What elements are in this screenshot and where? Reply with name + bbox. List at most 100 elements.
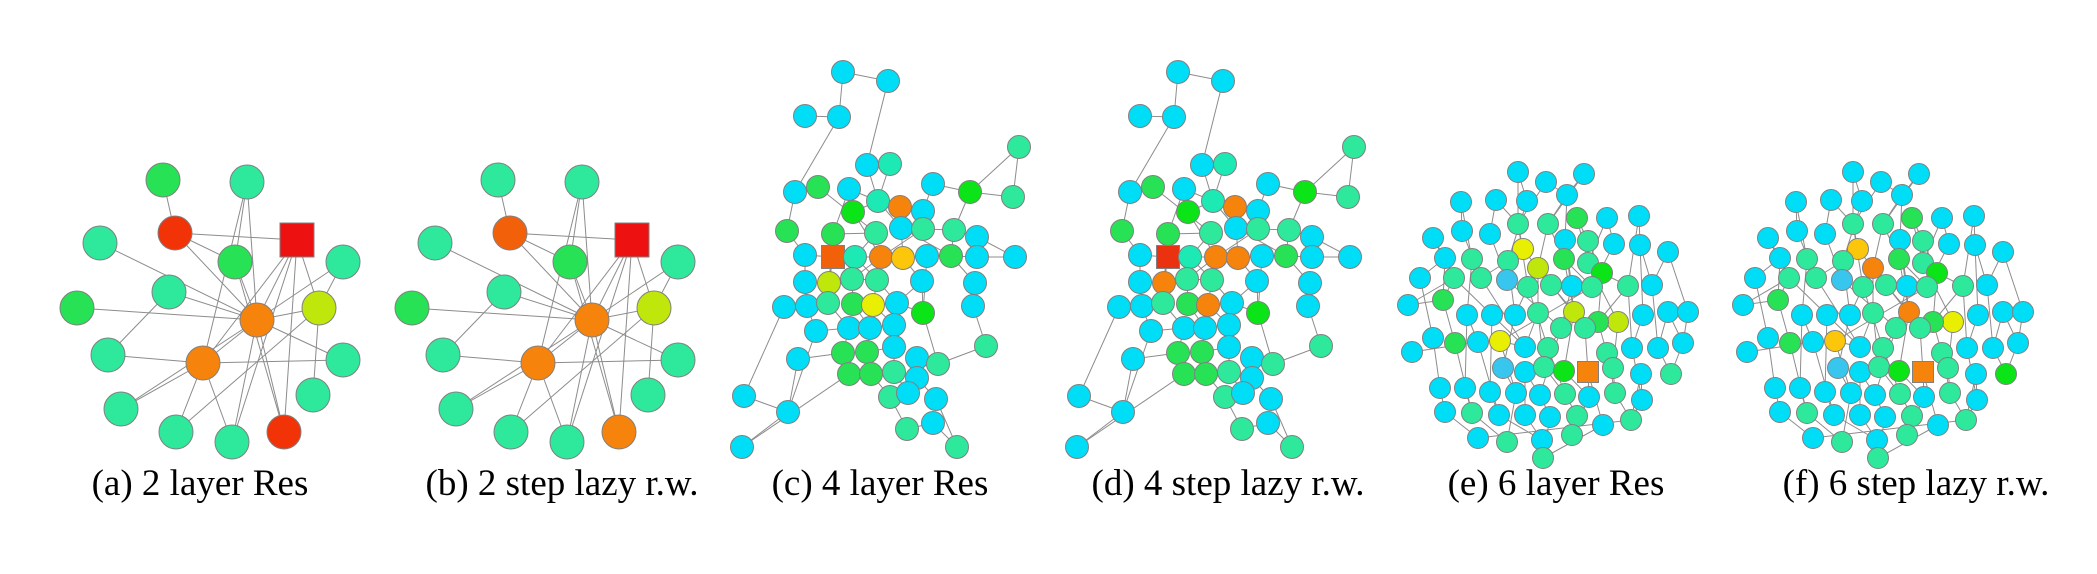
node-circle bbox=[1629, 234, 1651, 256]
edge bbox=[246, 181, 258, 321]
node-circle bbox=[1166, 341, 1190, 365]
node-circle bbox=[1976, 274, 1998, 296]
node-circle bbox=[1224, 216, 1248, 240]
edge bbox=[1480, 277, 1526, 348]
node-circle bbox=[1875, 274, 1897, 296]
node-circle bbox=[1190, 340, 1214, 364]
node-circle bbox=[865, 268, 889, 292]
node-circle bbox=[1516, 190, 1538, 212]
node-circle bbox=[1842, 161, 1864, 183]
node-circle bbox=[889, 216, 913, 240]
node-circle bbox=[1537, 213, 1559, 235]
node-circle bbox=[1479, 381, 1501, 403]
node-circle bbox=[1574, 317, 1596, 339]
node-circle bbox=[1596, 207, 1618, 229]
node-circle bbox=[1539, 406, 1561, 428]
node-circle bbox=[1955, 409, 1977, 431]
node-circle bbox=[1451, 220, 1473, 242]
node-circle bbox=[660, 244, 696, 280]
node-circle bbox=[1620, 409, 1642, 431]
node-circle bbox=[1172, 316, 1196, 340]
node-circle bbox=[1535, 171, 1557, 193]
node-circle bbox=[1514, 336, 1536, 358]
node-circle bbox=[1578, 386, 1600, 408]
node-circle bbox=[1952, 275, 1974, 297]
node-circle bbox=[1566, 207, 1588, 229]
node-circle bbox=[837, 177, 861, 201]
node-circle bbox=[1556, 184, 1578, 206]
edge bbox=[1489, 314, 1493, 393]
node-circle bbox=[1816, 304, 1838, 326]
node-circle bbox=[1217, 360, 1241, 384]
node-circle bbox=[1870, 171, 1892, 193]
node-circle bbox=[1130, 294, 1154, 318]
node-circle bbox=[1942, 311, 1964, 333]
node-circle bbox=[1190, 153, 1214, 177]
edge bbox=[1122, 330, 1152, 413]
node-circle bbox=[1992, 241, 2014, 263]
node-circle bbox=[963, 271, 987, 295]
node-circle bbox=[1864, 384, 1886, 406]
node-circle bbox=[776, 400, 800, 424]
edge bbox=[1815, 277, 1861, 348]
node-circle bbox=[1532, 447, 1554, 469]
node-circle bbox=[921, 172, 945, 196]
node-circle bbox=[552, 244, 588, 280]
node-circle bbox=[1901, 405, 1923, 427]
node-circle bbox=[1966, 389, 1988, 411]
node-circle bbox=[1927, 414, 1949, 436]
node-circle bbox=[549, 424, 585, 460]
node-circle bbox=[1931, 207, 1953, 229]
node-circle bbox=[1128, 104, 1152, 128]
node-circle bbox=[1630, 363, 1652, 385]
graph-d bbox=[1065, 60, 1366, 459]
node-circle bbox=[1814, 223, 1836, 245]
node-circle bbox=[1527, 257, 1549, 279]
node-circle bbox=[1172, 177, 1196, 201]
node-circle bbox=[103, 391, 139, 427]
node-circle bbox=[1901, 207, 1923, 229]
node-circle bbox=[1217, 335, 1241, 359]
node-circle bbox=[394, 290, 430, 326]
node-circle bbox=[1492, 357, 1514, 379]
node-circle bbox=[1867, 447, 1889, 469]
node-circle bbox=[1175, 267, 1199, 291]
node-circle bbox=[895, 417, 919, 441]
node-circle bbox=[896, 381, 920, 405]
node-circle bbox=[486, 274, 522, 310]
node-circle bbox=[1514, 361, 1536, 383]
node-circle bbox=[837, 362, 861, 386]
node-circle bbox=[1434, 401, 1456, 423]
node-circle bbox=[601, 414, 637, 450]
node-circle bbox=[1128, 243, 1152, 267]
node-circle bbox=[926, 352, 950, 376]
node-circle bbox=[1162, 105, 1186, 129]
node-circle bbox=[1603, 233, 1625, 255]
node-circle bbox=[1461, 248, 1483, 270]
node-circle bbox=[1757, 327, 1779, 349]
node-circle bbox=[855, 340, 879, 364]
node-circle bbox=[1277, 218, 1301, 242]
node-circle bbox=[1213, 152, 1237, 176]
edge bbox=[787, 330, 817, 413]
node-circle bbox=[1852, 276, 1874, 298]
node-circle bbox=[1397, 294, 1419, 316]
edge bbox=[566, 319, 593, 443]
node-circle bbox=[1963, 205, 1985, 227]
node-circle bbox=[1802, 331, 1824, 353]
node-circle bbox=[1785, 191, 1807, 213]
node-circle bbox=[1204, 245, 1228, 269]
node-circle bbox=[1827, 357, 1849, 379]
node-circle bbox=[1862, 302, 1884, 324]
node-circle bbox=[1336, 185, 1360, 209]
node-circle bbox=[1110, 219, 1134, 243]
node-circle bbox=[266, 414, 302, 450]
node-circle bbox=[1479, 223, 1501, 245]
node-circle bbox=[1111, 400, 1135, 424]
graph-e bbox=[1397, 161, 1699, 469]
node-circle bbox=[882, 335, 906, 359]
node-circle bbox=[1631, 389, 1653, 411]
node-circle bbox=[1246, 301, 1270, 325]
node-circle bbox=[1967, 304, 1989, 326]
node-circle bbox=[1230, 417, 1254, 441]
